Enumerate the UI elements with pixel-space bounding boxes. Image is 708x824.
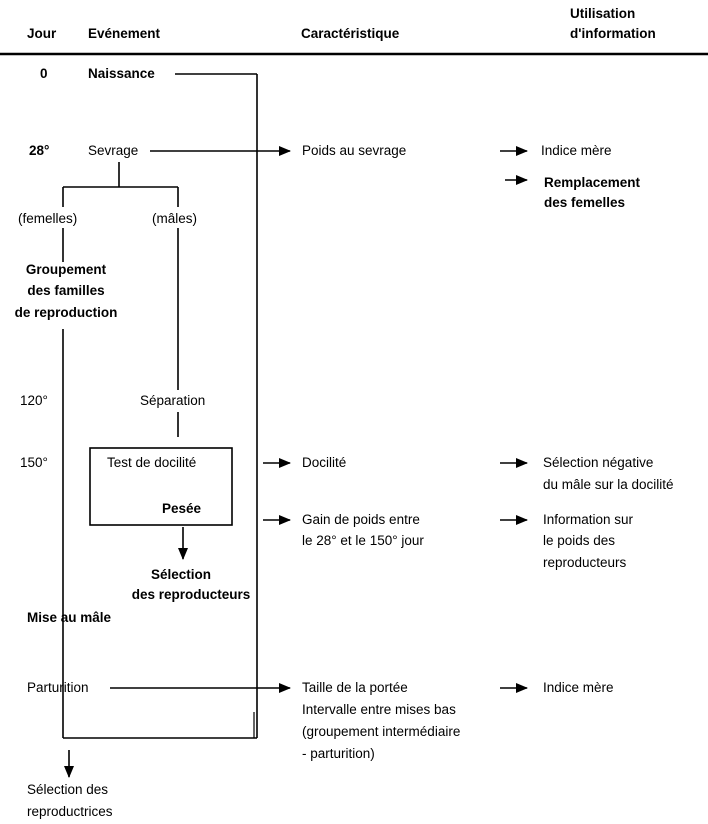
use-dam-index: Indice mère: [541, 143, 612, 158]
event-weaning: Sevrage: [88, 143, 139, 158]
use-dam-index-parturition: Indice mère: [543, 680, 614, 695]
char-litter-line3: (groupement intermédiaire: [302, 724, 461, 739]
female-selection-line1: Sélection des: [27, 782, 109, 797]
event-separation: Séparation: [140, 393, 206, 408]
char-litter-line1: Taille de la portée: [302, 680, 408, 695]
grouping-line2: des familles: [27, 283, 105, 298]
use-negative-selection-line2: du mâle sur la docilité: [543, 477, 674, 492]
day-separation: 120°: [20, 393, 48, 408]
docility-test-box: [89, 447, 233, 526]
box-weigh-label: Pesée: [162, 501, 202, 516]
use-weight-info-line3: reproducteurs: [543, 555, 627, 570]
branch-label-males: (mâles): [152, 211, 198, 226]
char-litter-line2: Intervalle entre mises bas: [302, 702, 456, 717]
event-parturition: Parturition: [27, 680, 89, 695]
day-weaning: 28°: [29, 143, 50, 158]
female-selection-line2: reproductrices: [27, 804, 113, 819]
grouping-line3: de reproduction: [14, 305, 118, 320]
event-mating: Mise au mâle: [27, 610, 112, 625]
day-docility: 150°: [20, 455, 48, 470]
use-replacement-line1: Remplacement: [544, 175, 641, 190]
male-selection-line2: des reproducteurs: [131, 587, 251, 602]
char-docility: Docilité: [302, 455, 347, 470]
use-weight-info-line1: Information sur: [543, 512, 634, 527]
male-selection-line1: Sélection: [150, 567, 212, 582]
use-replacement-line2: des femelles: [544, 195, 626, 210]
use-weight-info-line2: le poids des: [543, 533, 616, 548]
day-birth: 0: [40, 66, 48, 81]
event-birth: Naissance: [88, 66, 155, 81]
header-day: Jour: [27, 26, 57, 41]
header-use-line2: d'information: [570, 26, 656, 41]
header-event: Evénement: [88, 26, 161, 41]
char-weight-gain-line2: le 28° et le 150° jour: [302, 533, 424, 548]
grouping-line1: Groupement: [25, 262, 107, 277]
box-test-label: Test de docilité: [107, 455, 197, 470]
char-weight-gain-line1: Gain de poids entre: [302, 512, 420, 527]
use-negative-selection-line1: Sélection négative: [543, 455, 654, 470]
branch-label-females: (femelles): [18, 211, 78, 226]
header-use-line1: Utilisation: [570, 6, 636, 21]
char-weaning-weight: Poids au sevrage: [302, 143, 407, 158]
header-characteristic: Caractéristique: [301, 26, 400, 41]
char-litter-line4: - parturition): [302, 746, 375, 761]
